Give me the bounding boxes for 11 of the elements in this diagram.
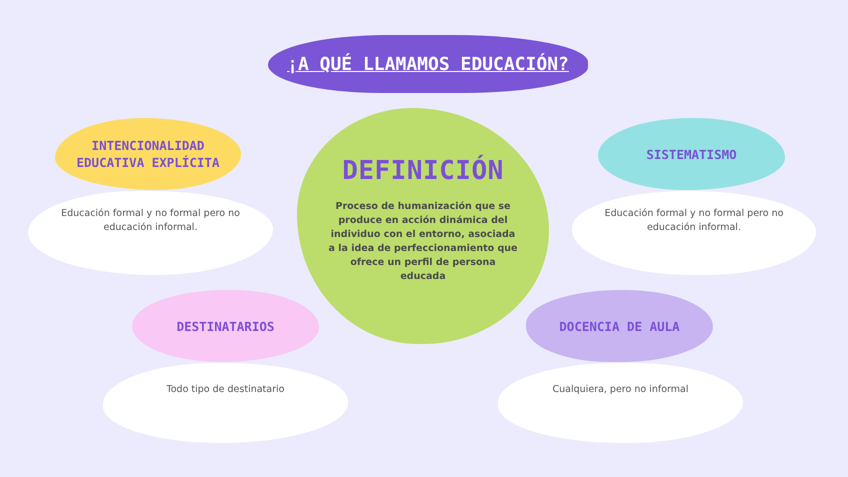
body-text: Todo tipo de destinatario (166, 383, 286, 397)
heading: DESTINATARIOS (176, 318, 276, 334)
heading: DOCENCIA DE AULA (558, 318, 681, 334)
title: ¡A QUÉ LLAMAMOS EDUCACIÓN? (287, 54, 569, 74)
heading: INTENCIONALIDAD EDUCATIVA EXPLÍCITA (76, 137, 220, 171)
heading: DEFINICIÓN (342, 156, 504, 186)
body-text: Educación formal y no formal pero no educación informal. (60, 207, 241, 235)
body-text: Educación formal y no formal pero no educación informal. (604, 207, 784, 235)
body-text: Cualquiera, pero no informal (552, 383, 690, 397)
definition-text: Proceso de humanización que se produce en acción dinámica del individuo con el entorno, asociada a la idea de perfeccionamiento que ofrece un perfil de persona educada (328, 200, 518, 284)
heading: SISTEMATISMO (645, 146, 738, 162)
